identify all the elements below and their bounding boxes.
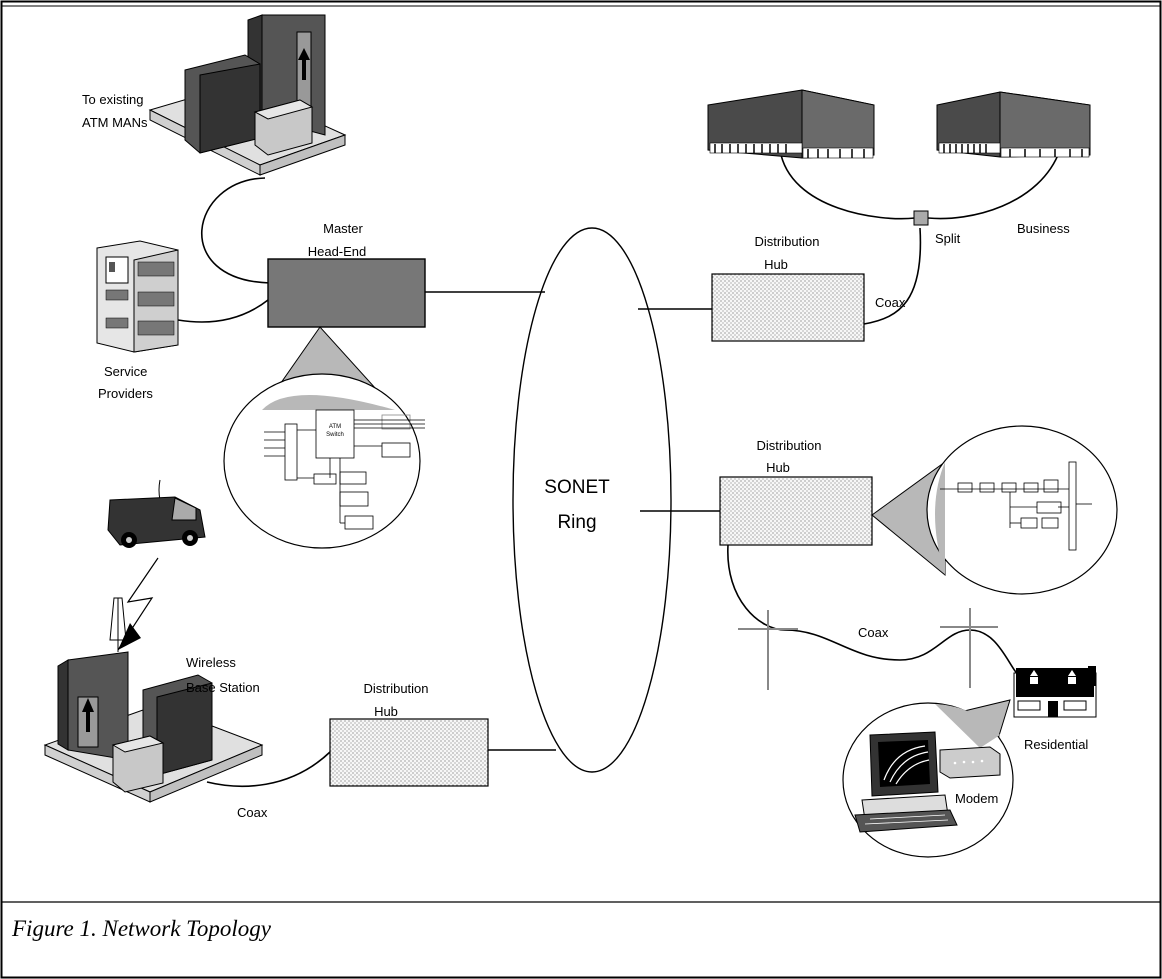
head-end-callout: ATM Switch [223, 326, 425, 549]
hub-top-label-1: Distribution [754, 234, 819, 249]
business-label: Business [1017, 221, 1070, 236]
atm-switch-label-1: ATM [329, 424, 341, 430]
coax-mid-label: Coax [858, 625, 889, 640]
ring-label: Ring [557, 512, 596, 533]
splitter-icon [913, 210, 929, 226]
utility-poles [738, 608, 998, 690]
hub-bottom-label-2: Hub [374, 704, 398, 719]
residential-label: Residential [1024, 737, 1088, 752]
coax-top-label: Coax [875, 295, 906, 310]
service-label: Service [104, 364, 147, 379]
master-label: Master [323, 221, 363, 236]
coax-bottom-label: Coax [237, 805, 268, 820]
master-head-end-box [267, 258, 426, 328]
atm-man-equipment-icon [148, 14, 347, 176]
head-end-label: Head-End [308, 244, 367, 259]
wireless-lightning-icon [117, 557, 159, 651]
residential-house-icon [1013, 666, 1097, 718]
to-existing-label: To existing [82, 92, 143, 107]
business-building-icon-1 [707, 89, 875, 159]
wireless-label: Wireless [186, 655, 236, 670]
hub-mid-label-1: Distribution [756, 438, 821, 453]
atm-switch-label-2: Switch [326, 432, 344, 438]
hub-top-label-2: Hub [764, 257, 788, 272]
residential-callout [842, 699, 1014, 858]
service-provider-link [177, 299, 269, 323]
atm-man-link [200, 177, 271, 284]
distribution-hub-bottom [329, 718, 489, 787]
base-station-to-hub-coax [206, 751, 331, 788]
distribution-hub-top [711, 273, 865, 342]
split-to-hub-coax [863, 227, 922, 325]
base-station-label: Base Station [186, 680, 260, 695]
hub-bottom-label-1: Distribution [363, 681, 428, 696]
wireless-base-station-icon [43, 597, 264, 803]
van-icon [107, 479, 206, 548]
building2-to-split [927, 149, 1061, 220]
service-provider-server-icon [96, 240, 179, 353]
sonet-label: SONET [544, 477, 610, 498]
modem-icon [939, 746, 1001, 779]
computer-icon [854, 731, 958, 833]
wireless-arrowhead [118, 623, 141, 650]
distribution-hub-middle [719, 476, 873, 546]
modem-label: Modem [955, 791, 998, 806]
building1-to-split [779, 149, 916, 220]
figure-caption: Figure 1. Network Topology [12, 916, 271, 941]
connections [177, 149, 1061, 788]
sonet-ring [512, 227, 672, 773]
business-building-icon-2 [936, 91, 1091, 158]
providers-label: Providers [98, 386, 153, 401]
distribution-hub-callout [871, 425, 1118, 595]
atm-mans-label: ATM MANs [82, 115, 148, 130]
hub-mid-to-pole-coax [727, 544, 1023, 679]
split-label: Split [935, 231, 961, 246]
hub-mid-label-2: Hub [766, 460, 790, 475]
